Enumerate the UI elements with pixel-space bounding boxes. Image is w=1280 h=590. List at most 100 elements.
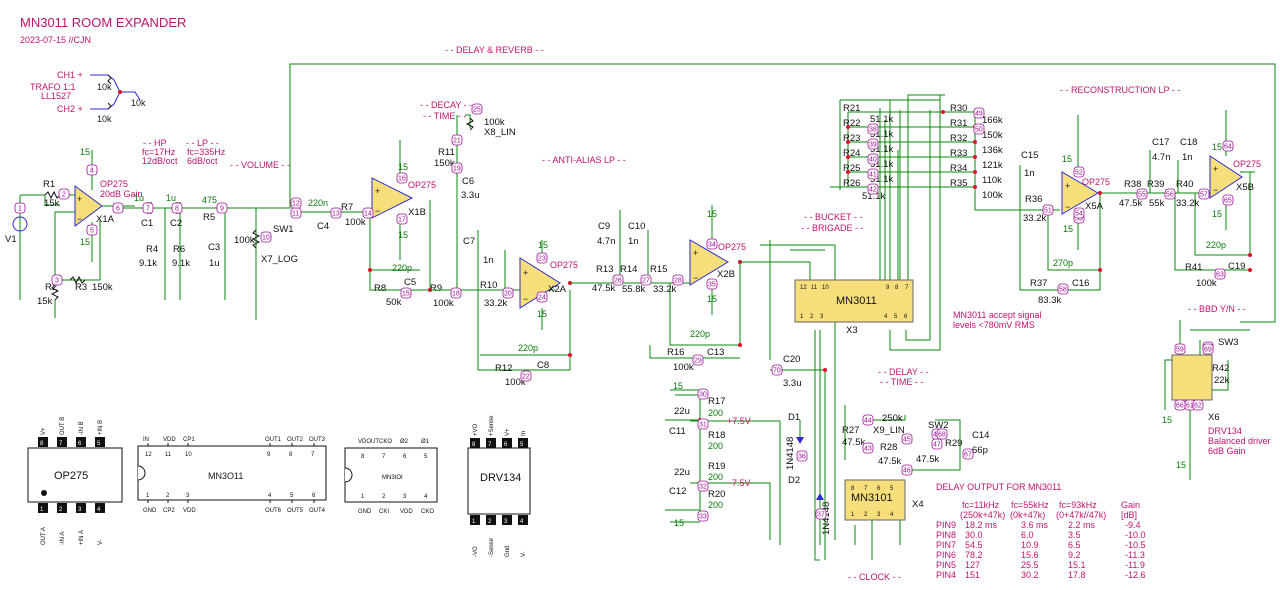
svg-text:+: + [1065, 181, 1070, 191]
r1-value: 15k [44, 198, 60, 209]
r26-value: 51.1k [862, 191, 885, 202]
x5b-vplus: 15 [1212, 142, 1222, 152]
c12-value: 22u [674, 467, 690, 478]
r35-label: R35 [950, 178, 967, 189]
node-marker: 46 [901, 464, 913, 476]
d2-part: 1N4148 [821, 502, 832, 535]
c7-label: C7 [463, 236, 475, 247]
dt-s0: (250k+47k) [960, 510, 1005, 520]
pin-label: V+ [505, 428, 511, 436]
r22-label: R22 [843, 118, 860, 129]
r16-label: R16 [667, 347, 684, 358]
node-marker: 11 [290, 207, 302, 219]
pin-label: In [521, 431, 527, 436]
mn3011-label: MN3011 [836, 295, 877, 307]
x1b-label: X1B [408, 207, 426, 218]
r-ch1-value: 10k [97, 82, 112, 92]
c10-label: C10 [628, 221, 645, 232]
pin-label: OUT3 [309, 437, 326, 443]
v1-label: V1 [5, 234, 17, 245]
pin-number: 7 [311, 452, 315, 458]
svg-text:−: − [1213, 185, 1218, 195]
svg-text:2: 2 [864, 512, 868, 518]
c19-value: 220p [1206, 240, 1226, 250]
dt-h1: fc=55kHz [1011, 500, 1049, 510]
r4-value: 9.1k [139, 258, 157, 269]
node-marker: 40 [867, 153, 879, 165]
svg-text:70: 70 [773, 368, 781, 375]
node-marker: 6 [112, 202, 124, 214]
d2-label: D2 [788, 475, 800, 486]
pin-label: CKO [421, 509, 434, 515]
delay-table-cell-pin: PIN8 [936, 530, 956, 540]
node-marker: 39 [867, 138, 879, 150]
svg-text:51: 51 [1044, 208, 1052, 215]
pin-box [470, 438, 480, 448]
svg-text:+: + [1213, 164, 1218, 174]
r11-label: R11 [438, 147, 455, 158]
pin-number: 8 [361, 454, 365, 460]
pin-label: CP2 [163, 508, 175, 514]
svg-text:9: 9 [220, 206, 224, 213]
node-marker: 42 [867, 183, 879, 195]
svg-text:1: 1 [800, 314, 804, 320]
c5-value: 220p [392, 263, 412, 273]
delay-table-cell-c: 6.5 [1068, 540, 1081, 550]
x6-desc2: Balanced driver [1208, 436, 1271, 446]
pin-label: Gnd [505, 546, 511, 557]
c6-label: C6 [462, 176, 474, 187]
r18-value: 200 [708, 441, 723, 451]
svg-text:64: 64 [1224, 144, 1232, 151]
r13-value: 47.5k [592, 283, 615, 294]
pin-label: -IN A [60, 532, 66, 545]
svg-text:52: 52 [1075, 170, 1083, 177]
svg-text:+: + [77, 194, 82, 204]
r11-value: 150k [434, 158, 455, 169]
c11-label: C11 [669, 426, 686, 437]
delay-table-cell-c: 17.8 [1068, 570, 1086, 580]
node-marker: 16 [396, 172, 408, 184]
pin-label: VDD [400, 509, 413, 515]
node-marker: 57 [1198, 188, 1210, 200]
r17-label: R17 [708, 396, 725, 407]
pin-label: -Sense [489, 537, 495, 557]
r5-label: R5 [203, 212, 215, 223]
pin-box [76, 437, 86, 447]
pin-number: 8 [472, 442, 476, 448]
node-marker: 56 [1164, 188, 1176, 200]
svg-text:39: 39 [869, 142, 877, 149]
svg-text:4: 4 [884, 314, 888, 320]
dt-s1: (0k+47k) [1010, 510, 1045, 520]
mn3101-chip [844, 479, 906, 521]
svg-text:14: 14 [364, 211, 372, 218]
svg-text:5: 5 [894, 314, 898, 320]
r24-value: 51.1k [870, 159, 893, 170]
svg-text:57: 57 [1200, 192, 1208, 199]
node-marker: 1 [14, 202, 26, 214]
pin-label: +Sense [489, 415, 495, 436]
c9-value: 4.7n [597, 236, 616, 247]
r1-label: R1 [43, 179, 55, 190]
pin-label: VDOUT [358, 439, 379, 445]
r40-value: 33.2k [1176, 198, 1199, 209]
svg-text:27: 27 [642, 278, 650, 285]
node-marker: 23 [536, 252, 548, 264]
section-bbd: - - BBD Y/N - - [1188, 304, 1246, 314]
section-clock: - - CLOCK - - [848, 572, 901, 582]
d1-label: D1 [788, 412, 800, 423]
x5b-vminus: 15 [1212, 209, 1222, 219]
svg-text:25: 25 [473, 107, 481, 114]
node-marker: 26 [612, 274, 624, 286]
mn3101-label: MN3101 [851, 492, 893, 504]
r21-label: R21 [843, 103, 860, 114]
r37-label: R37 [1030, 278, 1047, 289]
x1b-vminus: 15 [398, 230, 408, 240]
node-marker: 29 [692, 354, 704, 366]
svg-text:−: − [693, 273, 698, 283]
schematic-title: MN3011 ROOM EXPANDER [20, 15, 186, 30]
pin-number: 5 [520, 442, 524, 448]
svg-text:3: 3 [820, 314, 824, 320]
pin-label: +VO [473, 423, 479, 436]
x2b-type: OP275 [718, 242, 746, 252]
